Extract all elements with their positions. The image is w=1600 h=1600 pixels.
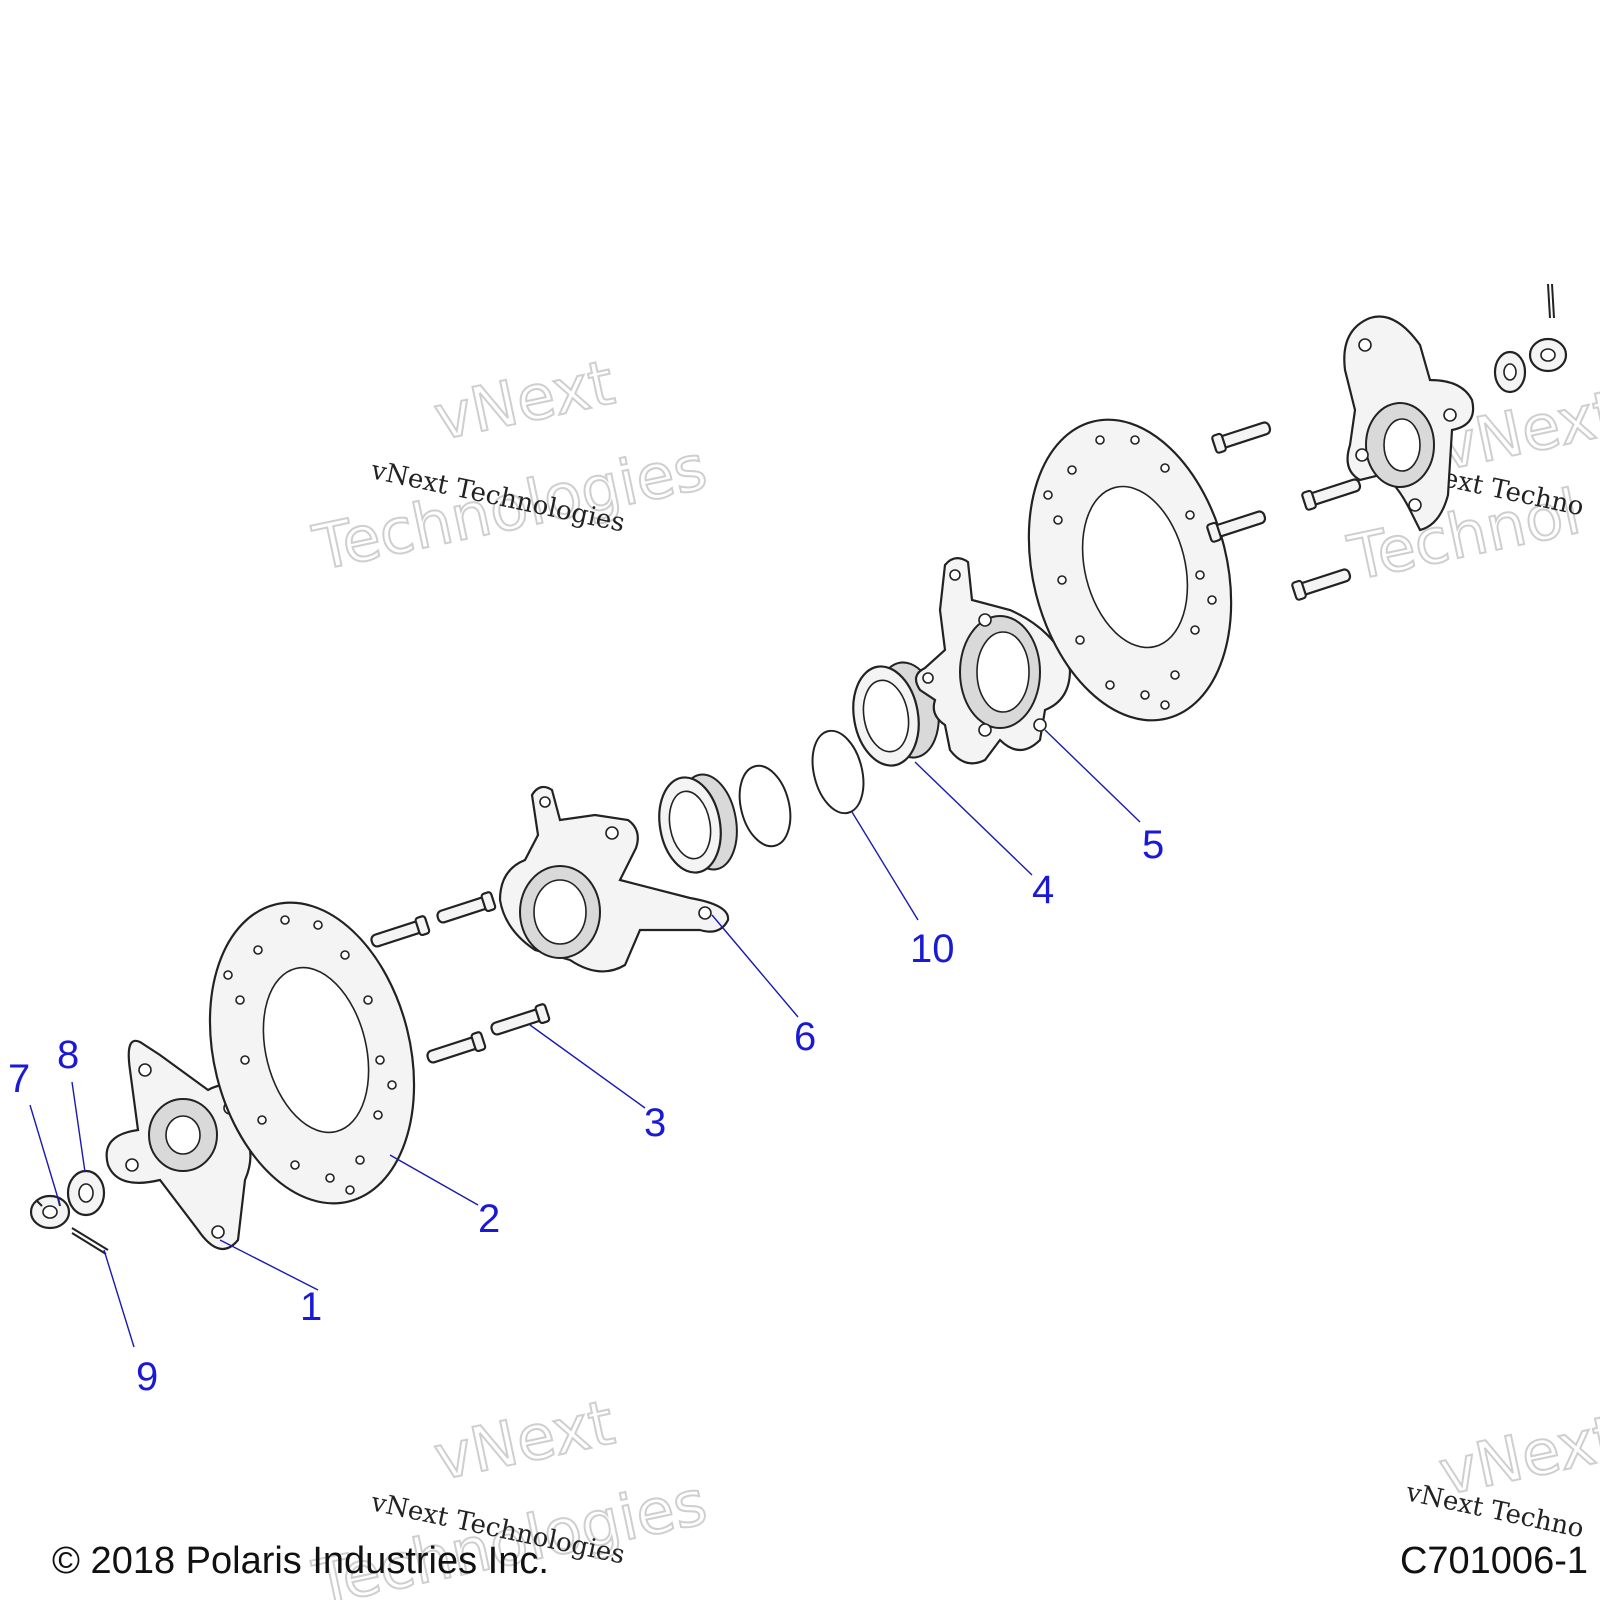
steering-knuckle-left-part	[498, 785, 730, 973]
cotter-pin-right-part	[1547, 283, 1555, 319]
snap-ring-part	[811, 729, 865, 815]
callout-6: 6	[794, 1015, 816, 1059]
callout-2: 2	[478, 1197, 500, 1241]
snap-ring-left-part	[738, 764, 792, 848]
steering-knuckle-right-part	[914, 557, 1072, 765]
callout-numbers: 1 2 3 4 5 6 7 8 9 10	[8, 823, 1164, 1399]
castle-nut-part	[29, 1194, 71, 1230]
disc-left-holes	[223, 915, 397, 1195]
bearing-left-part	[658, 773, 738, 874]
watermark-big-1: vNext	[428, 346, 620, 455]
washer-right-part	[1493, 350, 1527, 394]
cotter-pin-part	[71, 1227, 109, 1255]
callout-3: 3	[644, 1101, 666, 1145]
wheel-hub-part	[105, 1039, 252, 1251]
callout-1: 1	[300, 1285, 322, 1329]
washer-part	[66, 1169, 106, 1217]
callout-5: 5	[1142, 823, 1164, 867]
callout-4: 4	[1032, 868, 1054, 912]
callout-9: 9	[136, 1355, 158, 1399]
castle-nut-right-part	[1528, 337, 1568, 373]
watermark-right: vNext Technol vNext Techno vNext vNext T…	[1341, 375, 1600, 1545]
wheel-studs-left-part	[370, 891, 551, 1064]
brake-disc-right-part	[1027, 418, 1233, 722]
brake-disc-left-part	[208, 901, 416, 1205]
copyright-notice: © 2018 Polaris Industries Inc.	[52, 1540, 549, 1582]
wheel-hub-right-part	[1343, 315, 1475, 532]
figure-id: C701006-1	[1399, 1540, 1588, 1582]
leader-lines	[29, 729, 1141, 1348]
disc-right-holes	[1043, 435, 1217, 710]
callout-10: 10	[910, 927, 955, 971]
watermark-top-left: vNext Technologies vNext Technologies	[306, 345, 714, 586]
wheel-studs-right-part	[1206, 421, 1362, 601]
watermark-big-3: vNext	[428, 1386, 620, 1495]
callout-8: 8	[57, 1033, 79, 1077]
callout-7: 7	[8, 1057, 30, 1101]
